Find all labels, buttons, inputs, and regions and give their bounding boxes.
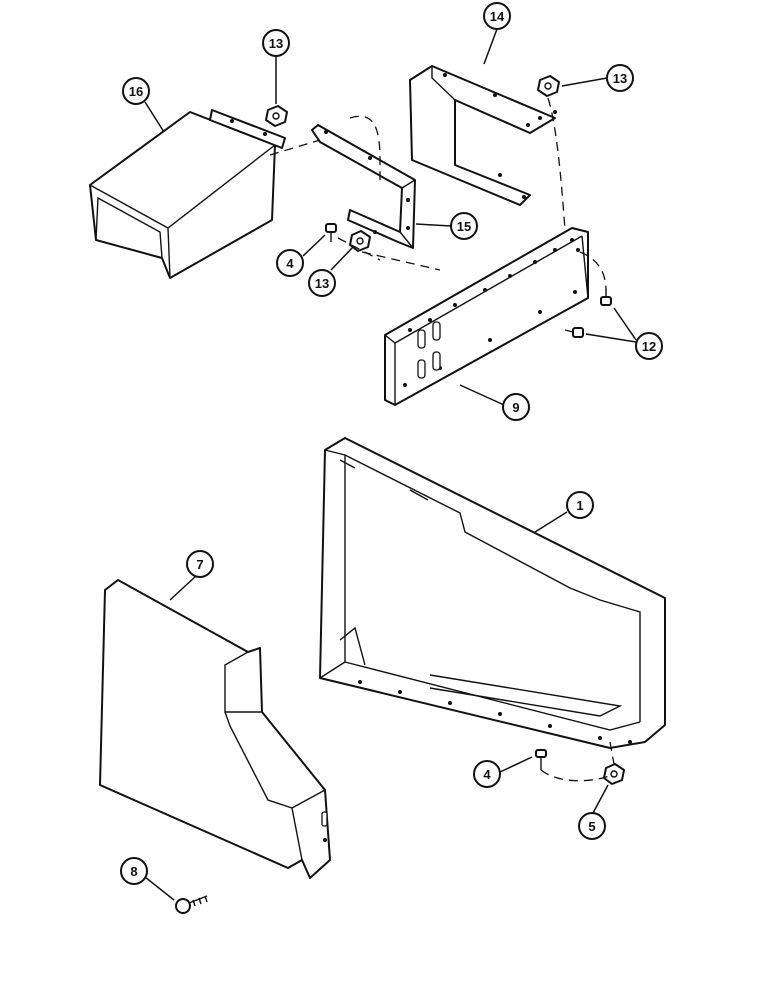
callout-5: 5	[578, 812, 606, 840]
callout-12-label: 12	[642, 339, 656, 354]
callout-4-top: 4	[276, 249, 304, 277]
callout-14-label: 14	[490, 9, 505, 24]
part-16-top-cover	[89, 109, 286, 279]
bolt-12-lower	[564, 327, 584, 338]
callout-7-label: 7	[196, 557, 203, 572]
callout-8-label: 8	[130, 864, 137, 879]
callout-9-label: 9	[512, 400, 519, 415]
callout-15: 15	[450, 212, 478, 240]
callout-13-middle-label: 13	[315, 276, 329, 291]
callout-16-label: 16	[129, 84, 143, 99]
part-1-panel-tray	[319, 437, 666, 749]
hardware	[175, 75, 625, 914]
nut-13-top	[265, 105, 288, 127]
callout-13-top-label: 13	[269, 36, 283, 51]
channel-holes	[403, 238, 580, 387]
callout-1-label: 1	[576, 498, 583, 513]
callout-4-bottom-label: 4	[483, 767, 491, 782]
part-9-channel	[384, 227, 589, 406]
nut-13-right	[537, 75, 560, 97]
callout-1: 1	[566, 491, 594, 519]
callout-13-right: 13	[606, 64, 634, 92]
callout-15-label: 15	[457, 219, 471, 234]
part-15-bracket	[311, 124, 416, 249]
nut-5	[603, 763, 625, 785]
bolt-4-bottom	[535, 749, 547, 770]
callout-7: 7	[186, 550, 214, 578]
callout-13-right-label: 13	[613, 71, 627, 86]
callout-4-top-label: 4	[286, 256, 294, 271]
callout-13-top: 13	[262, 29, 290, 57]
nut-13-middle	[349, 230, 371, 252]
callout-16: 16	[122, 77, 150, 105]
callout-5-label: 5	[588, 819, 595, 834]
callout-8: 8	[120, 857, 148, 885]
callout-4-bottom: 4	[473, 760, 501, 788]
bolt-4-top	[325, 223, 337, 242]
callout-14: 14	[483, 2, 511, 30]
assembly-lines	[269, 97, 615, 782]
callout-9: 9	[502, 393, 530, 421]
screw-8	[175, 895, 208, 914]
part-14-u-bracket	[409, 65, 557, 206]
bolt-12-upper	[600, 289, 612, 306]
leader-lines	[144, 28, 637, 901]
callout-13-middle: 13	[308, 269, 336, 297]
part-7-side-shield	[99, 579, 331, 879]
callout-12: 12	[635, 332, 663, 360]
